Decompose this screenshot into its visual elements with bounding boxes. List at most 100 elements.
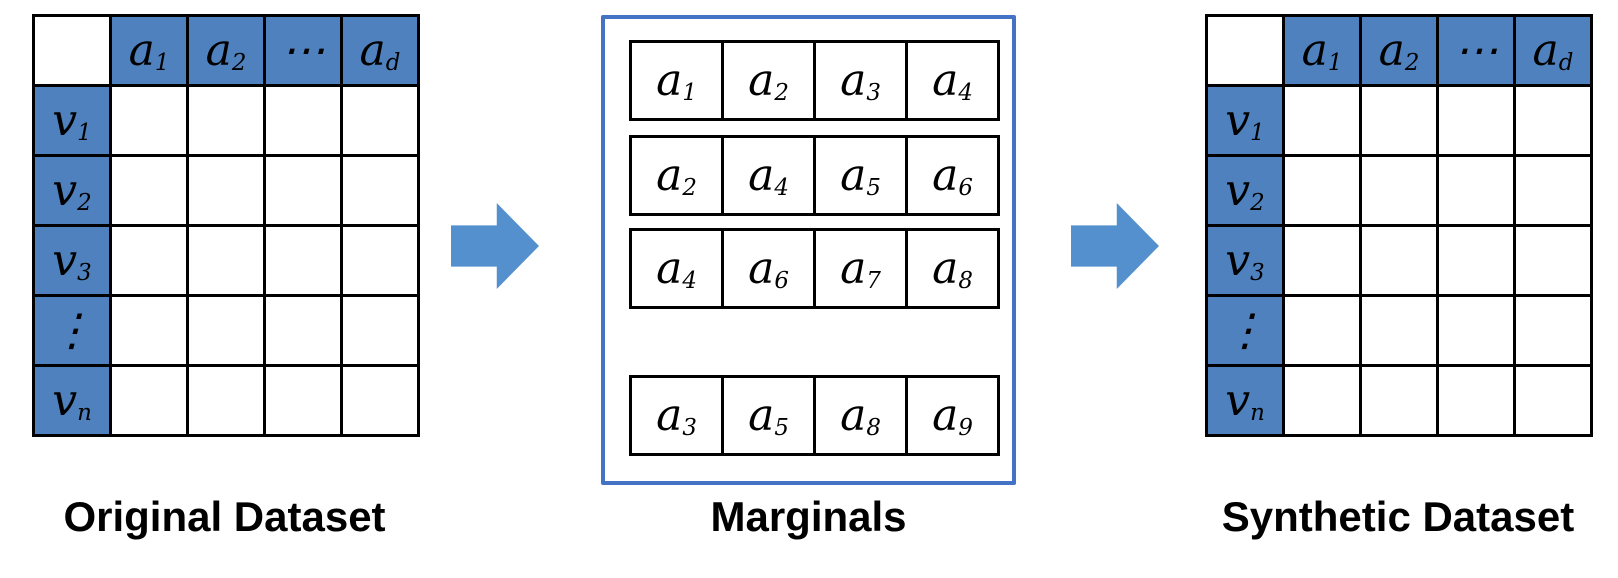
- table-row: v1: [32, 84, 420, 157]
- data-cell: [1282, 154, 1362, 227]
- ellipsis-horizontal: ⋯: [281, 24, 325, 76]
- row-label-cell: ⋮: [32, 294, 112, 367]
- column-header-label: ad: [359, 24, 401, 76]
- data-cell: [263, 154, 343, 227]
- marginal-row: a1 a2 a3 a4: [629, 40, 1000, 121]
- row-label-cell: vn: [32, 364, 112, 437]
- marginal-label: a8: [840, 389, 881, 441]
- marginal-cell: a4: [721, 135, 816, 216]
- original-dataset-table: a1 a2 ⋯ ad v1 v2 v3 ⋮ vn: [32, 14, 420, 437]
- corner-cell: [32, 14, 112, 87]
- marginal-label: a9: [932, 389, 973, 441]
- marginal-label: a7: [840, 242, 881, 294]
- marginals-box: a1 a2 a3 a4 a2 a4 a5 a6 a4 a6 a7 a8: [601, 15, 1016, 485]
- row-label-cell: v2: [1205, 154, 1285, 227]
- data-cell: [1436, 224, 1516, 297]
- marginal-row: a4 a6 a7 a8: [629, 228, 1000, 309]
- table-row: vn: [1205, 364, 1593, 437]
- table-row: vn: [32, 364, 420, 437]
- data-cell: [1436, 154, 1516, 227]
- column-header-cell: a2: [1359, 14, 1439, 87]
- row-label-cell: v1: [32, 84, 112, 157]
- row-label: vn: [52, 374, 92, 426]
- marginal-cell: a4: [629, 228, 724, 309]
- marginal-label: a2: [656, 149, 697, 201]
- data-cell: [263, 224, 343, 297]
- data-cell: [186, 364, 266, 437]
- column-header-cell: ⋯: [1436, 14, 1516, 87]
- marginal-label: a8: [932, 242, 973, 294]
- marginal-cell: a9: [905, 375, 1000, 456]
- row-label-cell: vn: [1205, 364, 1285, 437]
- marginal-label: a4: [932, 54, 973, 106]
- corner-cell: [1205, 14, 1285, 87]
- table-row: a1 a2 ⋯ ad: [1205, 14, 1593, 87]
- marginal-cell: a5: [813, 135, 908, 216]
- data-cell: [1513, 224, 1593, 297]
- data-cell: [186, 294, 266, 367]
- marginal-cell: a8: [813, 375, 908, 456]
- data-cell: [1359, 154, 1439, 227]
- data-cell: [1436, 84, 1516, 157]
- table-row: v1: [1205, 84, 1593, 157]
- data-cell: [1359, 294, 1439, 367]
- data-cell: [1359, 84, 1439, 157]
- data-cell: [109, 364, 189, 437]
- row-label: v1: [1225, 94, 1265, 146]
- data-cell: [263, 294, 343, 367]
- ellipsis-vertical: ⋮: [50, 304, 94, 356]
- marginal-label: a1: [656, 54, 697, 106]
- column-header-cell: ad: [1513, 14, 1593, 87]
- table-row: ⋮: [32, 294, 420, 367]
- column-header-cell: a1: [1282, 14, 1362, 87]
- synthetic-dataset-caption: Synthetic Dataset: [1221, 493, 1575, 540]
- data-cell: [1436, 294, 1516, 367]
- table-row: v2: [1205, 154, 1593, 227]
- marginal-cell: a6: [721, 228, 816, 309]
- row-label-cell: v3: [1205, 224, 1285, 297]
- data-cell: [186, 224, 266, 297]
- marginal-label: a6: [932, 149, 973, 201]
- column-header-cell: ⋯: [263, 14, 343, 87]
- data-cell: [1359, 224, 1439, 297]
- marginal-cell: a3: [629, 375, 724, 456]
- column-header-cell: a2: [186, 14, 266, 87]
- marginal-label: a6: [748, 242, 789, 294]
- column-header-cell: a1: [109, 14, 189, 87]
- flow-arrow-icon: [451, 203, 539, 289]
- row-label: v3: [1225, 234, 1265, 286]
- row-label: v2: [1225, 164, 1265, 216]
- table-row: ⋮: [1205, 294, 1593, 367]
- ellipsis-horizontal: ⋯: [1454, 24, 1498, 76]
- data-cell: [1359, 364, 1439, 437]
- flow-arrow-icon: [1071, 203, 1159, 289]
- data-cell: [1513, 364, 1593, 437]
- data-cell: [340, 364, 420, 437]
- data-cell: [1282, 294, 1362, 367]
- data-cell: [340, 154, 420, 227]
- column-header-label: a2: [205, 24, 247, 76]
- row-label: v3: [52, 234, 92, 286]
- column-header-label: ad: [1532, 24, 1574, 76]
- marginal-cell: a7: [813, 228, 908, 309]
- column-header-label: a1: [1301, 24, 1343, 76]
- marginal-cell: a3: [813, 40, 908, 121]
- data-cell: [1282, 364, 1362, 437]
- marginal-row: a2 a4 a5 a6: [629, 135, 1000, 216]
- row-label: vn: [1225, 374, 1265, 426]
- data-cell: [1436, 364, 1516, 437]
- row-label-cell: v2: [32, 154, 112, 227]
- marginal-label: a2: [748, 54, 789, 106]
- data-cell: [340, 84, 420, 157]
- marginal-cell: a8: [905, 228, 1000, 309]
- data-cell: [186, 84, 266, 157]
- data-cell: [109, 84, 189, 157]
- marginal-cell: a4: [905, 40, 1000, 121]
- column-header-label: a2: [1378, 24, 1420, 76]
- data-cell: [263, 84, 343, 157]
- table-row: a1 a2 ⋯ ad: [32, 14, 420, 87]
- marginal-row: a3 a5 a8 a9: [629, 375, 1000, 456]
- table-row: v3: [32, 224, 420, 297]
- data-cell: [1282, 224, 1362, 297]
- row-label: v2: [52, 164, 92, 216]
